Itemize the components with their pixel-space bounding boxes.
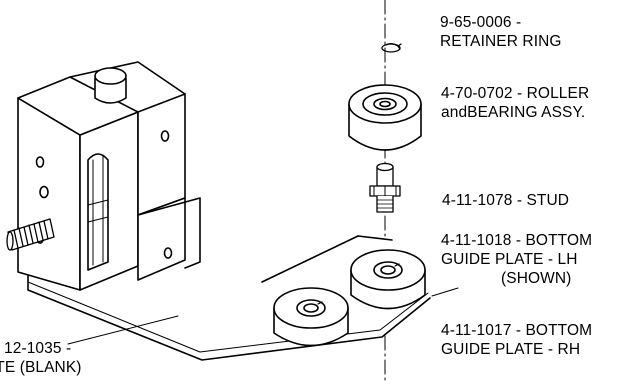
callout-retainer-ring: 9-65-0006 - RETAINER RING xyxy=(440,13,562,51)
callout-bottom-guide-lh-line1: 4-11-1018 - BOTTOM xyxy=(441,232,593,249)
callout-bottom-guide-rh-line1: 4-11-1017 - BOTTOM xyxy=(441,322,593,339)
callout-stud: 4-11-1078 - STUD xyxy=(442,191,569,210)
callout-stud-line1: 4-11-1078 - STUD xyxy=(442,192,570,209)
callout-retainer-ring-line1: 9-65-0006 - xyxy=(440,14,522,31)
retainer-ring-part xyxy=(381,43,402,53)
leader-lines xyxy=(67,287,459,345)
callout-roller-line2: andBEARING ASSY. xyxy=(441,104,586,121)
threaded-stud xyxy=(6,218,55,251)
callout-plate-blank-line1: 12-1035 - xyxy=(4,340,72,357)
callout-bottom-guide-lh: 4-11-1018 - BOTTOM GUIDE PLATE - LH (SHO… xyxy=(441,231,592,288)
callout-roller: 4-70-0702 - ROLLER andBEARING ASSY. xyxy=(441,84,589,122)
callout-plate-blank: 12-1035 - ATE (BLANK) xyxy=(0,339,82,377)
stud-part xyxy=(369,162,401,213)
callout-bottom-guide-lh-line2: GUIDE PLATE - LH xyxy=(441,251,578,268)
roller-part xyxy=(348,84,422,151)
hinge-bracket xyxy=(17,61,201,291)
callout-bottom-guide-lh-line3: (SHOWN) xyxy=(501,270,572,287)
callout-retainer-ring-line2: RETAINER RING xyxy=(440,33,562,50)
callout-plate-blank-line2: ATE (BLANK) xyxy=(0,359,82,376)
callout-bottom-guide-rh: 4-11-1017 - BOTTOM GUIDE PLATE - RH xyxy=(441,321,592,359)
plate-roller-right xyxy=(350,249,426,310)
callout-bottom-guide-rh-line2: GUIDE PLATE - RH xyxy=(441,341,581,358)
callout-roller-line1: 4-70-0702 - ROLLER xyxy=(441,85,590,102)
plate-roller-left xyxy=(273,287,349,347)
